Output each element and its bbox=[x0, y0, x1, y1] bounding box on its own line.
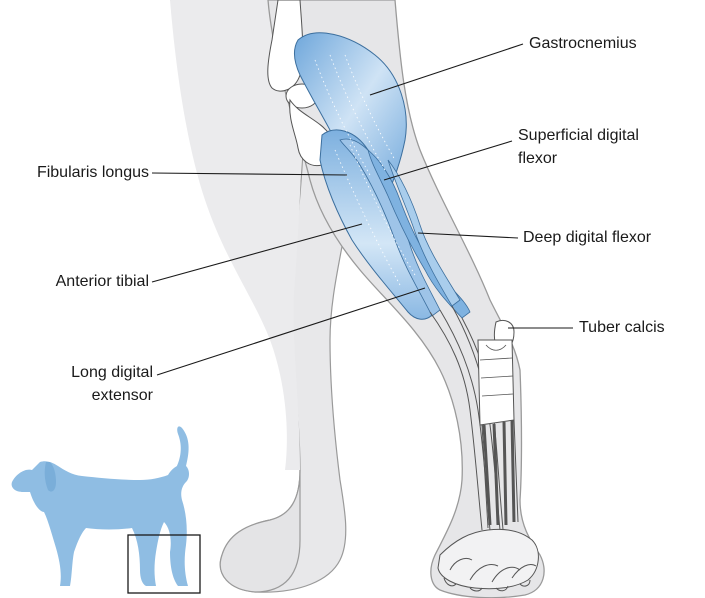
dog-silhouette-icon bbox=[12, 426, 189, 586]
label-anterior-tibial: Anterior tibial bbox=[8, 272, 149, 292]
label-tuber-calcis: Tuber calcis bbox=[579, 318, 665, 338]
label-fibularis-longus: Fibularis longus bbox=[8, 163, 149, 183]
label-long-digital-extensor-line1: Long digital bbox=[8, 363, 153, 383]
label-superficial-digital-flexor-line1: Superficial digital bbox=[518, 126, 639, 146]
label-superficial-digital-flexor-line2: flexor bbox=[518, 149, 557, 169]
label-long-digital-extensor-line2: extensor bbox=[8, 386, 153, 406]
label-gastrocnemius: Gastrocnemius bbox=[529, 34, 637, 54]
label-deep-digital-flexor: Deep digital flexor bbox=[523, 228, 651, 248]
far-paw bbox=[220, 470, 300, 592]
tarsal-bones bbox=[478, 340, 514, 425]
